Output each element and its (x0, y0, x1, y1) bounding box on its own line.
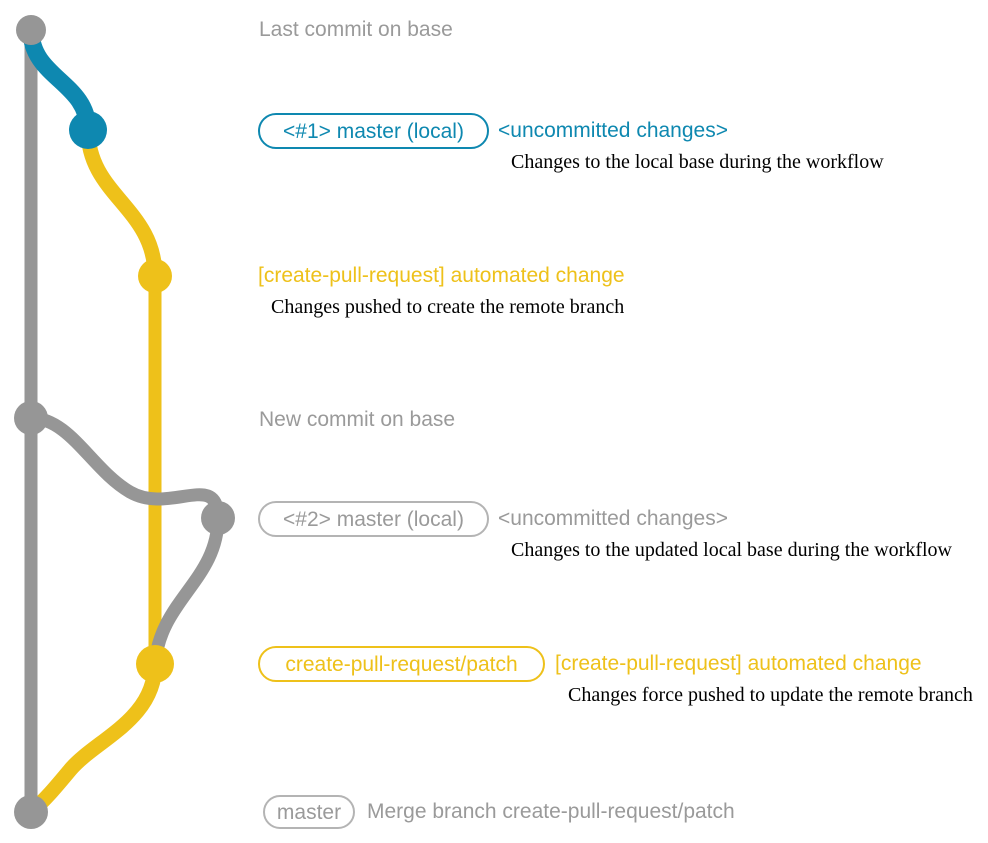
headline-last-commit-on-base: Last commit on base (259, 18, 453, 41)
caption-local-2: Changes to the updated local base during… (511, 539, 952, 561)
edge-remote-update-to-merge (23, 656, 163, 820)
commit-node-merge[interactable] (14, 795, 48, 829)
branch-pill-create-pull-request-patch[interactable]: create-pull-request/patch (258, 646, 545, 682)
commit-node-last-base[interactable] (16, 15, 46, 45)
commit-node-local-1[interactable] (69, 111, 107, 149)
edge-local-2-to-remote-update (148, 511, 225, 671)
edge-local-1-to-remote-create (80, 122, 163, 284)
caption-remote-create: Changes pushed to create the remote bran… (271, 296, 625, 318)
commit-node-local-2[interactable] (201, 501, 235, 535)
branch-pill-master-local-1[interactable]: <#1> master (local) (258, 113, 489, 149)
branch-pill-master-local-2[interactable]: <#2> master (local) (258, 501, 489, 537)
commit-node-remote-create[interactable] (138, 259, 172, 293)
branch-pill-master[interactable]: master (263, 795, 355, 829)
edge-new-base-to-local-2 (24, 411, 225, 525)
subject-local-1: <uncommitted changes> (498, 119, 728, 142)
caption-remote-update: Changes force pushed to update the remot… (568, 684, 973, 706)
caption-local-1: Changes to the local base during the wor… (511, 151, 884, 173)
commit-node-remote-update[interactable] (136, 645, 174, 683)
subject-merge: Merge branch create-pull-request/patch (367, 800, 735, 823)
headline-new-commit-on-base: New commit on base (259, 408, 456, 431)
subject-remote-update: [create-pull-request] automated change (555, 652, 922, 675)
commit-node-new-base[interactable] (14, 401, 48, 435)
headline-remote-create: [create-pull-request] automated change (258, 264, 625, 287)
subject-local-2: <uncommitted changes> (498, 507, 728, 530)
